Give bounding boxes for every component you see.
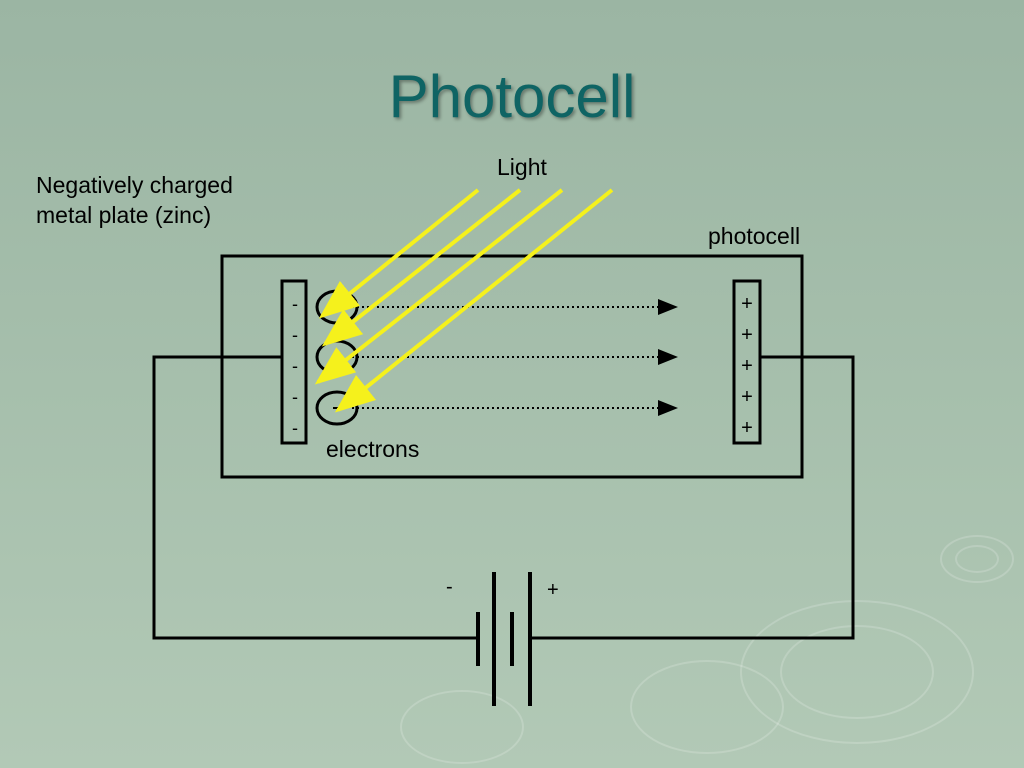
circuit-wire-right [530,355,855,640]
positive-sign: + [741,386,753,408]
battery-positive-label: + [547,579,559,601]
battery-negative-label: - [446,576,453,598]
positive-sign: + [741,355,753,377]
negative-sign: - [292,294,298,314]
light-ray [318,188,480,319]
ripple-decoration [780,625,934,719]
photocell-enclosure [220,254,804,479]
page-title: Photocell [388,63,636,130]
photocell-label: photocell [708,223,801,249]
negative-sign: - [292,418,298,438]
negative-sign: - [292,387,298,407]
light-ray [334,188,614,413]
positive-plate-signs: + + + + + [735,289,759,444]
positive-plate [732,279,762,445]
positive-sign: + [741,324,753,346]
light-ray [314,188,564,385]
ripple-decoration [630,660,784,754]
light-ray [321,188,522,347]
ripple-decoration [400,690,524,764]
negative-sign: - [292,356,298,376]
electrons-label: electrons [326,436,420,462]
positive-sign: + [741,417,753,439]
negative-sign: - [292,325,298,345]
positive-sign: + [741,293,753,315]
ripple-decoration [955,545,999,573]
circuit-wire-left [152,355,478,640]
negative-plate [280,279,308,445]
negative-plate-signs: - - - - - [284,289,306,444]
ripple-decoration [940,535,1014,583]
light-label: Light [497,154,547,180]
plate-label: Negatively charged metal plate (zinc) [36,172,233,228]
